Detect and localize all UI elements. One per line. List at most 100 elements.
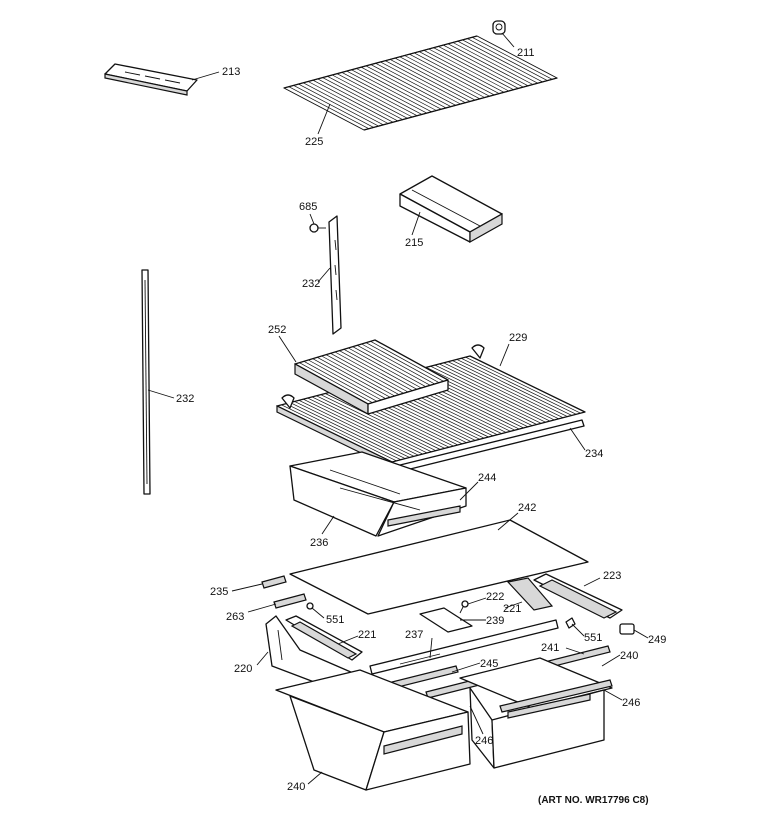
wire-line xyxy=(380,61,461,105)
wire-line xyxy=(281,404,397,462)
part-685-screw xyxy=(309,223,326,233)
callout-249: 249 xyxy=(648,634,666,646)
wire-line xyxy=(370,341,444,382)
wire-line xyxy=(298,83,379,127)
callout-242: 242 xyxy=(518,502,536,514)
callout-551-right: 551 xyxy=(584,632,602,644)
part-242-glass xyxy=(289,519,589,615)
wire-line xyxy=(352,346,426,387)
wire-line xyxy=(428,48,509,92)
wire-line xyxy=(430,365,546,423)
wire-line xyxy=(303,361,378,402)
wire-line xyxy=(308,359,382,401)
wire-line xyxy=(447,361,564,418)
callout-263: 263 xyxy=(226,611,244,623)
wire-line xyxy=(341,72,423,115)
callout-220: 220 xyxy=(234,663,252,675)
part-211-cap xyxy=(492,20,506,35)
part-232-side-rail xyxy=(141,269,151,495)
wire-line xyxy=(321,355,395,397)
wire-line xyxy=(465,356,581,414)
callout-252: 252 xyxy=(268,324,286,336)
wire-line xyxy=(452,360,568,417)
callout-237: 237 xyxy=(405,629,423,641)
wire-line xyxy=(322,77,403,120)
wire-line xyxy=(409,53,490,97)
wire-line xyxy=(370,64,452,107)
wire-line xyxy=(414,52,495,96)
part-237-rail xyxy=(369,619,559,675)
wire-line xyxy=(334,351,409,393)
part-222-screw xyxy=(459,600,469,614)
wire-line xyxy=(467,38,548,81)
wire-line xyxy=(418,51,500,94)
callout-labels: 211 213 225 685 215 232 232 252 229 234 … xyxy=(176,47,666,793)
wire-line xyxy=(361,343,435,385)
wire-line xyxy=(452,42,534,85)
wire-line xyxy=(357,345,431,386)
part-215-bin xyxy=(399,175,503,244)
wire-line xyxy=(351,69,432,113)
callout-232-center: 232 xyxy=(302,278,320,290)
wire-line xyxy=(365,65,447,109)
wire-line xyxy=(348,347,422,389)
callout-241: 241 xyxy=(541,642,559,654)
callout-221-left: 221 xyxy=(358,629,376,641)
wire-line xyxy=(447,43,529,87)
wire-line xyxy=(317,357,391,398)
wire-line xyxy=(438,46,519,89)
wire-line xyxy=(303,398,419,456)
wire-line xyxy=(320,394,437,451)
callout-236: 236 xyxy=(310,537,328,549)
wire-line xyxy=(361,66,442,110)
leader-lines xyxy=(147,32,649,785)
part-236-pan xyxy=(289,451,467,537)
wire-line xyxy=(434,364,551,422)
callout-240-left: 240 xyxy=(287,781,305,793)
wire-line xyxy=(303,82,384,126)
callout-232-side: 232 xyxy=(176,393,194,405)
wire-line xyxy=(330,353,404,394)
wire-line xyxy=(307,81,389,124)
callout-213: 213 xyxy=(222,66,240,78)
wire-line xyxy=(325,393,441,450)
wire-line xyxy=(327,75,408,119)
wire-line xyxy=(404,55,485,98)
wire-line xyxy=(472,36,553,80)
wire-line xyxy=(299,362,373,403)
wire-line xyxy=(375,62,456,106)
part-249-clip xyxy=(619,623,635,635)
wire-line xyxy=(399,56,480,100)
part-225-wire-shelf xyxy=(282,35,559,131)
part-213-rack xyxy=(104,63,198,96)
wire-line xyxy=(346,70,427,114)
wire-line xyxy=(312,358,386,399)
callout-245: 245 xyxy=(480,658,498,670)
callout-234: 234 xyxy=(585,448,603,460)
callout-246-left: 246 xyxy=(475,735,493,747)
callout-211: 211 xyxy=(517,47,535,59)
wire-line xyxy=(336,73,418,117)
callout-215: 215 xyxy=(405,237,423,249)
callout-221-right: 221 xyxy=(503,603,521,615)
wire-line xyxy=(433,47,514,91)
part-252-cover xyxy=(294,339,449,416)
wire-line xyxy=(456,359,572,416)
part-229-shelf-frame xyxy=(276,344,586,469)
wire-line xyxy=(389,59,471,102)
part-232-center-rail xyxy=(328,215,342,335)
wire-line xyxy=(461,357,577,415)
wire-line xyxy=(343,349,418,390)
wire-line xyxy=(394,57,476,101)
callout-223: 223 xyxy=(603,570,621,582)
wire-line xyxy=(285,403,401,461)
art-number: (ART NO. WR17796 C8) xyxy=(538,795,649,806)
part-221-slide-left xyxy=(285,615,363,661)
callout-551-left: 551 xyxy=(326,614,344,626)
wire-line xyxy=(325,354,400,395)
callout-229: 229 xyxy=(509,332,527,344)
wire-line xyxy=(443,44,524,88)
wire-line xyxy=(317,78,398,122)
wire-line xyxy=(457,40,538,84)
